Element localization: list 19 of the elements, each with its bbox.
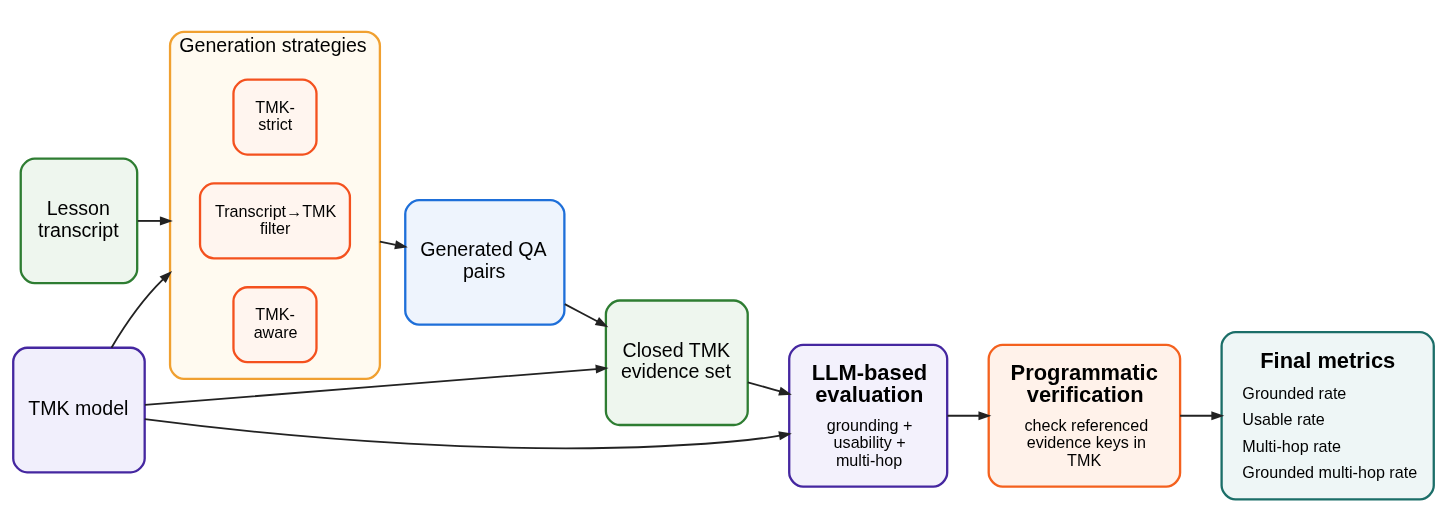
arrow [110,270,173,349]
node-box: TMK-aware [232,285,318,363]
node-box: Transcript→TMK filter [198,181,352,260]
node-box: Programmatic verification check referenced evidence keys in TMK [987,343,1182,488]
node-box: TMK model [12,346,146,473]
node-box: Closed TMK evidence set [604,298,749,426]
arrow [746,380,792,396]
arrow [144,364,609,406]
arrow [143,417,792,449]
arrow [946,410,992,420]
node-box: Lesson transcript [19,157,139,284]
arrow [563,302,609,327]
node-box: LLM-based evaluation grounding + usability + multi-hop [788,343,949,488]
arrow [378,239,408,249]
arrow [1179,410,1225,420]
node-box: Generated QA pairs [404,198,566,326]
node-box: Final metrics Grounded rate Usable rate Multi-hop rate Grounded multi-hop rate [1220,330,1435,501]
node-box: TMK-strict [232,78,318,156]
arrow [136,215,173,225]
